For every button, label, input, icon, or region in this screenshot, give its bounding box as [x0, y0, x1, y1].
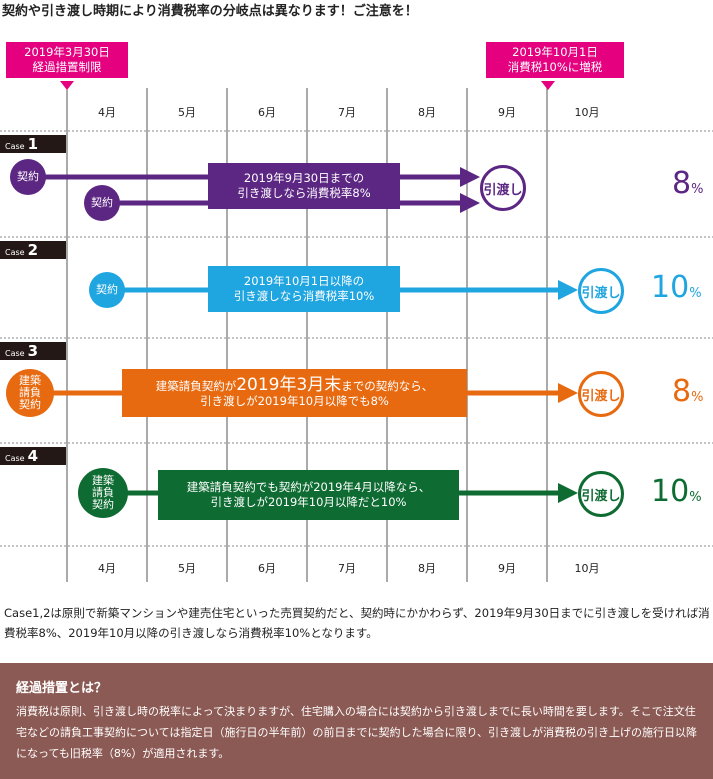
case3-box-line2: 引き渡しが2019年10月以降でも8%: [200, 393, 389, 408]
case3-box-line1-part1: 建築請負契約が: [155, 378, 237, 393]
case1-contract-circle-2: 契約: [84, 185, 120, 221]
month-top-4: 4月: [98, 106, 116, 119]
case1-rate-unit: %: [691, 182, 704, 197]
marker-march30-pointer: [60, 81, 74, 90]
case1-delivery-ring: 引渡し: [480, 165, 526, 211]
month-bottom-10: 10月: [574, 562, 600, 575]
month-top-9: 9月: [498, 106, 516, 119]
case2-condition-box: 2019年10月1日以降の 引き渡しなら消費税率10%: [208, 266, 400, 312]
case4-arrowhead: [558, 483, 578, 503]
case2-tag-word: Case: [5, 248, 25, 257]
month-top-5: 5月: [178, 106, 196, 119]
case3-rate-unit: %: [691, 390, 704, 405]
case1-contract-circle-1: 契約: [10, 159, 46, 195]
case2-delivery-ring: 引渡し: [578, 268, 624, 314]
case4-contract-label: 建築請負契約: [92, 474, 114, 511]
case2-contract-circle: 契約: [89, 272, 125, 308]
marker-march30-text: 経過措置制限: [32, 60, 102, 74]
case2-tag-number: 2: [27, 241, 39, 259]
case3-contract-label: 建築請負契約: [19, 374, 41, 411]
case3-box-line1-highlight: 2019年3月末: [236, 374, 342, 395]
case1-rate: 8%: [672, 166, 703, 201]
case3-contract-circle: 建築請負契約: [6, 369, 54, 417]
page-heading: 契約や引き渡し時期により消費税率の分岐点は異なります！ご注意を！: [2, 4, 418, 19]
case1-contract-label-2: 契約: [91, 196, 113, 209]
month-bottom-7: 7月: [338, 562, 356, 575]
case4-tag-word: Case: [5, 454, 25, 463]
case2-box-line2: 引き渡しなら消費税率10%: [233, 289, 375, 303]
case3-delivery-ring: 引渡し: [578, 371, 624, 417]
case4-box-line2: 引き渡しが2019年10月以降だと10%: [210, 495, 407, 509]
case1-tag-word: Case: [5, 142, 25, 151]
case1-box-line2: 引き渡しなら消費税率8%: [237, 186, 371, 200]
month-bottom-4: 4月: [98, 562, 116, 575]
case1-condition-box: 2019年9月30日までの 引き渡しなら消費税率8%: [208, 163, 400, 209]
note-body: 消費税は原則、引き渡し時の税率によって決まりますが、住宅購入の場合には契約から引…: [16, 705, 698, 760]
marker-oct1-text: 消費税10%に増税: [507, 60, 603, 74]
case1-rate-number: 8: [672, 166, 692, 201]
case2-box-line1: 2019年10月1日以降の: [243, 274, 365, 288]
month-top-8: 8月: [418, 106, 436, 119]
case1-arrowhead-2: [460, 193, 480, 213]
case2-delivery-label: 引渡し: [581, 285, 621, 301]
case4-delivery-ring: 引渡し: [578, 471, 624, 517]
case1-arrowhead-1: [460, 167, 480, 187]
month-top-6: 6月: [258, 106, 276, 119]
note-title: 経過措置とは？: [16, 681, 108, 696]
month-bottom-5: 5月: [178, 562, 196, 575]
case2-rate: 10%: [651, 270, 702, 305]
marker-oct1: 2019年10月1日 消費税10%に増税: [486, 42, 624, 78]
note-box: 経過措置とは？ 消費税は原則、引き渡し時の税率によって決まりますが、住宅購入の場…: [0, 663, 713, 779]
case4-rate-number: 10: [651, 474, 690, 509]
case3-tag-number: 3: [27, 342, 39, 360]
case4-condition-box: 建築請負契約でも契約が2019年4月以降なら、 引き渡しが2019年10月以降だ…: [158, 470, 459, 520]
month-bottom-6: 6月: [258, 562, 276, 575]
case3-condition-box: 建築請負契約が2019年3月末までの契約なら、 引き渡しが2019年10月以降で…: [122, 369, 467, 417]
case4-rate: 10%: [651, 474, 702, 509]
month-bottom-8: 8月: [418, 562, 436, 575]
marker-oct1-date: 2019年10月1日: [512, 45, 598, 59]
case3-box-line1-part2: までの契約なら、: [341, 378, 434, 393]
case4-contract-circle: 建築請負契約: [78, 468, 128, 518]
case2-arrowhead: [558, 280, 578, 300]
case1-delivery-label: 引渡し: [483, 182, 523, 198]
case3-rate: 8%: [672, 374, 703, 409]
case4-delivery-label: 引渡し: [581, 488, 621, 504]
case4-tag-number: 4: [27, 447, 39, 465]
case3-rate-number: 8: [672, 374, 692, 409]
case3-tag-word: Case: [5, 349, 25, 358]
case2-rate-unit: %: [689, 286, 702, 301]
case3-arrowhead: [558, 383, 578, 403]
case2-rate-number: 10: [651, 270, 690, 305]
case4-box-line1: 建築請負契約でも契約が2019年4月以降なら、: [186, 480, 431, 494]
month-bottom-9: 9月: [498, 562, 516, 575]
case1-contract-label-1: 契約: [17, 170, 39, 183]
case4-rate-unit: %: [689, 490, 702, 505]
marker-march30: 2019年3月30日 経過措置制限: [6, 42, 128, 78]
explanation-paragraph: Case1,2は原則で新築マンションや建売住宅といった売買契約だと、契約時にかか…: [4, 606, 710, 640]
case3-delivery-label: 引渡し: [581, 388, 621, 404]
marker-march30-date: 2019年3月30日: [24, 45, 110, 59]
marker-oct1-pointer: [541, 81, 555, 90]
month-top-7: 7月: [338, 106, 356, 119]
case1-box-line1: 2019年9月30日までの: [243, 171, 365, 185]
case1-tag-number: 1: [27, 135, 39, 153]
month-top-10: 10月: [574, 106, 600, 119]
case2-contract-label: 契約: [96, 283, 118, 296]
